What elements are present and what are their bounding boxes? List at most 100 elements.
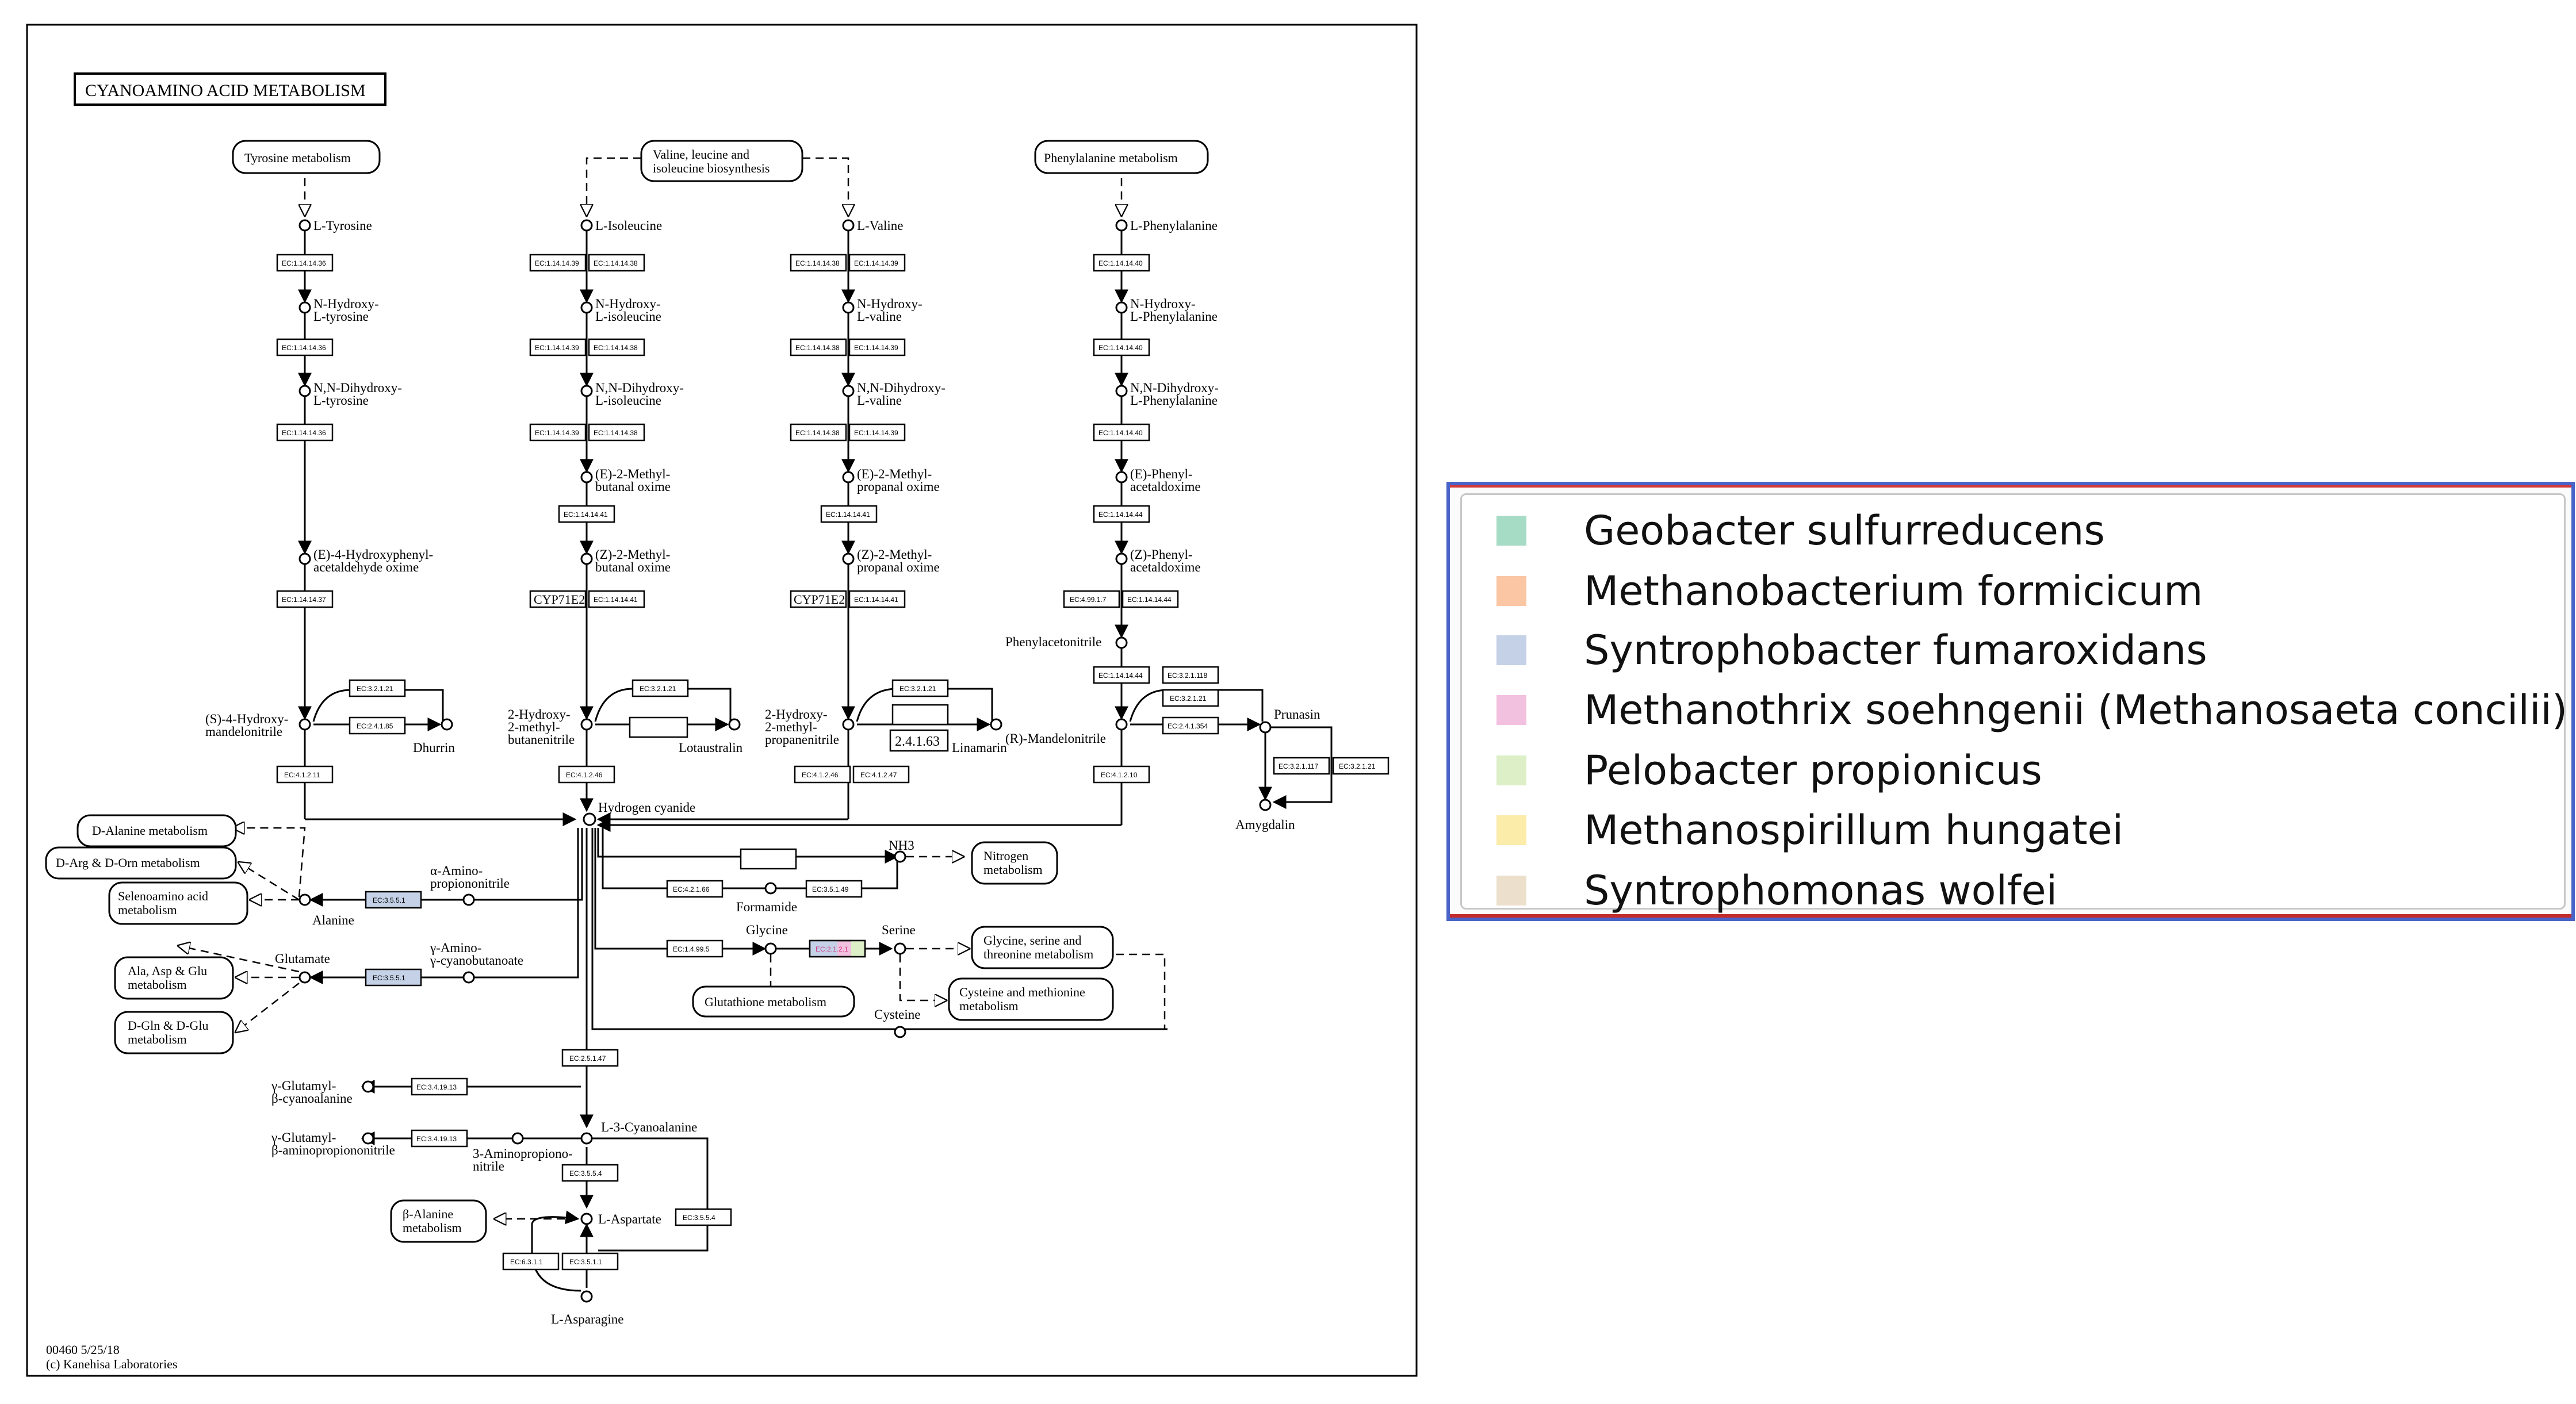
enzyme-phe-5b[interactable]: EC:1.14.14.44 — [1127, 596, 1172, 604]
enzyme-phe-11[interactable]: EC:3.2.1.117 — [1279, 762, 1318, 770]
enzyme-tyr-7[interactable]: EC:4.1.2.11 — [284, 771, 320, 779]
enzyme-tyr-2[interactable]: EC:1.14.14.36 — [282, 344, 326, 352]
enzyme-val-7[interactable]: 2.4.1.63 — [895, 734, 940, 749]
enzyme-hcn-11[interactable]: EC:3.5.5.4 — [683, 1214, 715, 1222]
enzyme-phe-9[interactable]: EC:2.4.1.354 — [1168, 722, 1208, 730]
enzyme-ile-6[interactable]: EC:3.2.1.21 — [640, 685, 676, 693]
pathway-nitrogen-1[interactable]: Nitrogen — [983, 849, 1028, 863]
enzyme-hcn-7[interactable]: EC:2.5.1.47 — [569, 1054, 606, 1062]
compound-l-tyrosine: L-Tyrosine — [313, 218, 372, 233]
pathway-balanine-1[interactable]: β-Alanine — [403, 1207, 453, 1221]
enzyme-phe-2[interactable]: EC:1.14.14.40 — [1098, 344, 1143, 352]
enzyme-val-8b[interactable]: EC:4.1.2.47 — [860, 771, 897, 779]
enzyme-ile-5b[interactable]: EC:1.14.14.41 — [594, 596, 638, 604]
enzyme-val-2b[interactable]: EC:1.14.14.39 — [854, 344, 898, 352]
enzyme-val-6[interactable]: EC:3.2.1.21 — [900, 685, 936, 693]
enzyme-phe-4[interactable]: EC:1.14.14.44 — [1098, 511, 1143, 519]
enzyme-ile-7[interactable]: EC:4.1.2.46 — [566, 771, 603, 779]
enzyme-phe-5a[interactable]: EC:4.99.1.7 — [1070, 596, 1107, 604]
pathway-ala-2[interactable]: metabolism — [128, 977, 187, 992]
enzyme-hcn-5[interactable]: EC:3.5.5.1 — [373, 896, 405, 904]
pathway-glycine-2[interactable]: threonine metabolism — [983, 947, 1093, 961]
pathway-ala-1[interactable]: Ala, Asp & Glu — [128, 964, 207, 978]
compound-aminopropiono-1: 3-Aminopropiono- — [473, 1146, 573, 1161]
pathway-dgln-1[interactable]: D-Gln & D-Glu — [128, 1018, 209, 1033]
enzyme-hcn-3[interactable]: EC:1.4.99.5 — [673, 945, 710, 953]
compound-gg-amino-2: β-aminopropiononitrile — [271, 1143, 395, 1157]
pathway-dgln-2[interactable]: metabolism — [128, 1032, 187, 1046]
enzyme-tyr-4[interactable]: EC:1.14.14.37 — [282, 596, 326, 604]
compound-cysteine: Cysteine — [874, 1007, 921, 1022]
enzyme-val-5a[interactable]: CYP71E2 — [794, 592, 845, 607]
pathway-balanine-2[interactable]: metabolism — [403, 1221, 462, 1235]
enzyme-val-1a[interactable]: EC:1.14.14.38 — [795, 259, 840, 267]
compound-n-hydroxy-tyr-2: L-tyrosine — [313, 309, 369, 324]
enzyme-val-5b[interactable]: EC:1.14.14.41 — [854, 596, 898, 604]
compound-e4-2: acetaldehyde oxime — [313, 560, 419, 574]
enzyme-ile-2a[interactable]: EC:1.14.14.39 — [535, 344, 579, 352]
enzyme-tyr-3[interactable]: EC:1.14.14.36 — [282, 429, 326, 437]
enzyme-val-3b[interactable]: EC:1.14.14.39 — [854, 429, 898, 437]
compound-h2m-but-1: 2-Hydroxy- — [508, 707, 571, 722]
compound-h2m-pro-1: 2-Hydroxy- — [765, 707, 828, 722]
legend-label: Geobacter sulfurreducens — [1584, 507, 2105, 554]
enzyme-val-4[interactable]: EC:1.14.14.41 — [826, 511, 870, 519]
enzyme-phe-6[interactable]: EC:1.14.14.44 — [1098, 672, 1143, 680]
pathway-seleno-1[interactable]: Selenoamino acid — [118, 889, 208, 903]
enzyme-val-2a[interactable]: EC:1.14.14.38 — [795, 344, 840, 352]
pathway-phenylalanine[interactable]: Phenylalanine metabolism — [1044, 151, 1178, 165]
enzyme-hcn-12[interactable]: EC:6.3.1.1 — [510, 1258, 543, 1266]
enzyme-hcn-4[interactable]: EC:2.1.2.1 — [816, 945, 848, 953]
enzyme-ile-3a[interactable]: EC:1.14.14.39 — [535, 429, 579, 437]
enzyme-ile-2b[interactable]: EC:1.14.14.38 — [594, 344, 638, 352]
compound-gamma-amino-1: γ-Amino- — [430, 941, 481, 955]
compound-gg-amino-1: γ-Glutamyl- — [271, 1130, 336, 1145]
compound-e2m-but-1: (E)-2-Methyl- — [595, 467, 670, 481]
enzyme-phe-12[interactable]: EC:3.2.1.21 — [1339, 762, 1376, 770]
enzyme-ile-5a[interactable]: CYP71E2 — [534, 592, 585, 607]
pathway-d-arg[interactable]: D-Arg & D-Orn metabolism — [56, 856, 200, 870]
enzyme-val-3a[interactable]: EC:1.14.14.38 — [795, 429, 840, 437]
enzyme-hcn-6[interactable]: EC:3.5.5.1 — [373, 974, 405, 982]
enzyme-phe-3[interactable]: EC:1.14.14.40 — [1098, 429, 1143, 437]
enzyme-phe-8[interactable]: EC:3.2.1.21 — [1170, 695, 1207, 703]
pathway-d-alanine[interactable]: D-Alanine metabolism — [92, 823, 208, 838]
enzyme-hcn-9[interactable]: EC:3.4.19.13 — [416, 1135, 457, 1143]
enzyme-hcn-1[interactable]: EC:4.2.1.66 — [673, 885, 710, 893]
enzyme-ile-4[interactable]: EC:1.14.14.41 — [564, 511, 608, 519]
pathway-nitrogen-2[interactable]: metabolism — [983, 862, 1043, 877]
enzyme-ile-3b[interactable]: EC:1.14.14.38 — [594, 429, 638, 437]
pathway-tyrosine[interactable]: Tyrosine metabolism — [244, 151, 351, 165]
legend-item: Geobacter sulfurreducens — [1496, 507, 2105, 554]
compound-n-ile-1: N-Hydroxy- — [595, 297, 661, 311]
compound-e2m-pro-2: propanal oxime — [857, 479, 940, 494]
pathway-glutathione[interactable]: Glutathione metabolism — [705, 995, 826, 1009]
enzyme-hcn-2[interactable]: EC:3.5.1.49 — [812, 885, 849, 893]
pathway-seleno-2[interactable]: metabolism — [118, 903, 177, 917]
pathway-cysteine-2[interactable]: metabolism — [959, 999, 1019, 1013]
compound-linamarin: Linamarin — [952, 741, 1007, 755]
enzyme-val-1b[interactable]: EC:1.14.14.39 — [854, 259, 898, 267]
compound-nn-val-2: L-valine — [857, 393, 902, 408]
enzyme-ile-1b[interactable]: EC:1.14.14.38 — [594, 259, 638, 267]
enzyme-phe-1[interactable]: EC:1.14.14.40 — [1098, 259, 1143, 267]
enzyme-phe-10[interactable]: EC:4.1.2.10 — [1101, 771, 1138, 779]
enzyme-tyr-5[interactable]: EC:3.2.1.21 — [357, 685, 393, 693]
pathway-valine-2[interactable]: isoleucine biosynthesis — [653, 161, 770, 175]
pathway-valine-1[interactable]: Valine, leucine and — [653, 147, 749, 162]
compound-n-hydroxy-tyr-1: N-Hydroxy- — [313, 297, 379, 311]
pathway-cysteine-1[interactable]: Cysteine and methionine — [959, 985, 1085, 999]
enzyme-hcn-13[interactable]: EC:3.5.1.1 — [569, 1258, 602, 1266]
compound-lotaustralin: Lotaustralin — [679, 741, 743, 755]
enzyme-ile-1a[interactable]: EC:1.14.14.39 — [535, 259, 579, 267]
compound-gg-cyano-2: β-cyanoalanine — [271, 1091, 353, 1106]
enzyme-val-8a[interactable]: EC:4.1.2.46 — [802, 771, 839, 779]
enzyme-phe-7[interactable]: EC:3.2.1.118 — [1168, 672, 1207, 680]
enzyme-hcn-10[interactable]: EC:3.5.5.4 — [569, 1169, 602, 1177]
enzyme-tyr-1[interactable]: EC:1.14.14.36 — [282, 259, 326, 267]
legend-swatch — [1496, 516, 1526, 546]
pathway-glycine-1[interactable]: Glycine, serine and — [983, 933, 1081, 947]
enzyme-hcn-8[interactable]: EC:3.4.19.13 — [416, 1083, 457, 1091]
compound-n-val-1: N-Hydroxy- — [857, 297, 923, 311]
enzyme-tyr-6[interactable]: EC:2.4.1.85 — [357, 722, 393, 730]
